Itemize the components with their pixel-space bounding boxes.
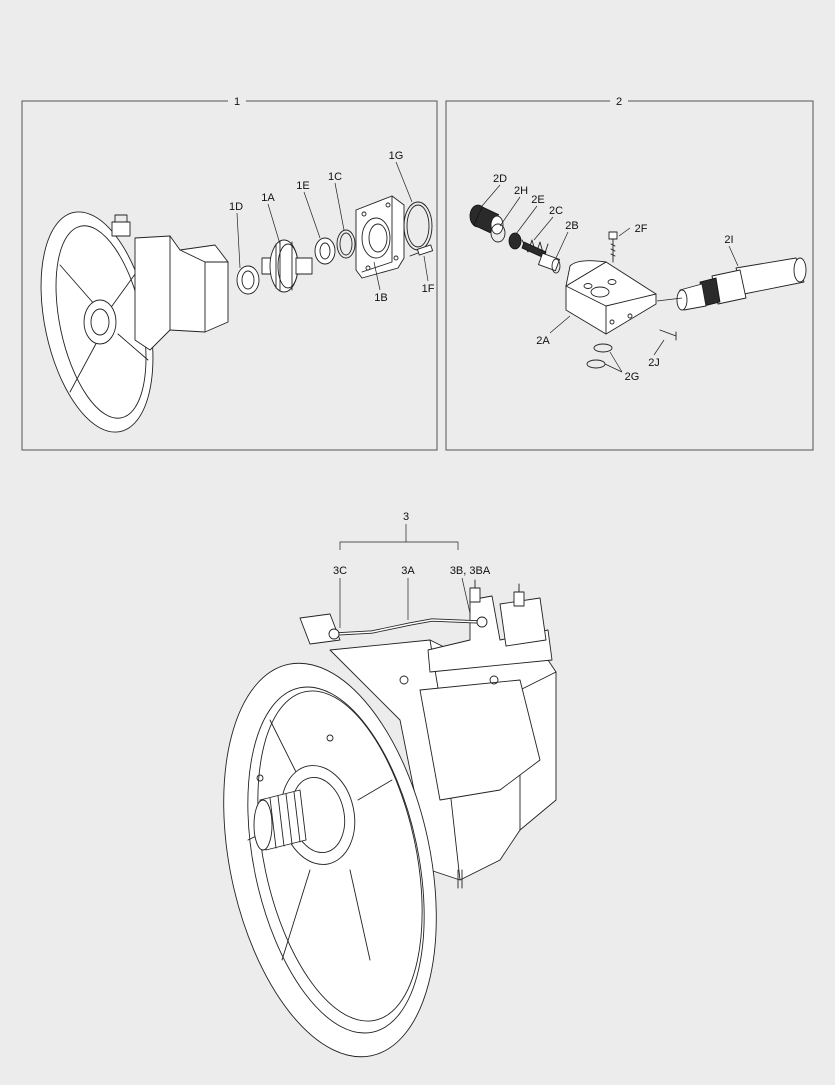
part-2G-o-rings (586, 343, 613, 369)
assembly-3: 3 3C 3A 3B, 3BA (223, 511, 557, 1058)
part-2J-pin (659, 329, 677, 341)
label-3B-3BA: 3B, 3BA (450, 565, 491, 577)
part-2D-plug (469, 204, 504, 235)
panel-1-number: 1 (234, 96, 240, 108)
label-1C: 1C (328, 171, 342, 183)
part-1F-bolt (409, 244, 434, 257)
label-2D: 2D (493, 173, 507, 185)
part-2E-ring (508, 232, 522, 250)
label-2A: 2A (536, 335, 550, 347)
label-1D: 1D (229, 201, 243, 213)
label-2F: 2F (635, 223, 648, 235)
label-2E: 2E (531, 194, 544, 206)
label-1A: 1A (261, 192, 275, 204)
part-2A-valve-block (565, 260, 657, 335)
assembly-3-number: 3 (403, 511, 409, 523)
label-2H: 2H (514, 185, 528, 197)
label-1G: 1G (389, 150, 404, 162)
part-2F-bolt (608, 231, 618, 263)
part-1B-cover (355, 195, 405, 279)
label-1B: 1B (374, 292, 387, 304)
part-1G-o-ring (403, 201, 433, 251)
part-1A-gear-shaft (261, 239, 313, 293)
part-2I-cartridge-valve (676, 257, 807, 311)
part-2H-o-ring (490, 223, 506, 243)
label-2J: 2J (648, 357, 660, 369)
label-1F: 1F (422, 283, 435, 295)
panel-2-number: 2 (616, 96, 622, 108)
part-2B-poppet (538, 252, 561, 274)
panel-2: 2 (445, 96, 814, 451)
pump-assembly-drawing (223, 579, 557, 1058)
label-3C: 3C (333, 565, 347, 577)
part-1E-bearing (314, 237, 336, 265)
flywheel-housing-drawing (40, 211, 229, 433)
part-1C-o-ring (336, 229, 356, 259)
panel-1: 1 (21, 96, 438, 451)
part-1D-bearing (236, 265, 260, 295)
label-2I: 2I (724, 234, 733, 246)
label-1E: 1E (296, 180, 309, 192)
label-2B: 2B (565, 220, 578, 232)
label-3A: 3A (401, 565, 415, 577)
label-2C: 2C (549, 205, 563, 217)
label-2G: 2G (625, 371, 640, 383)
